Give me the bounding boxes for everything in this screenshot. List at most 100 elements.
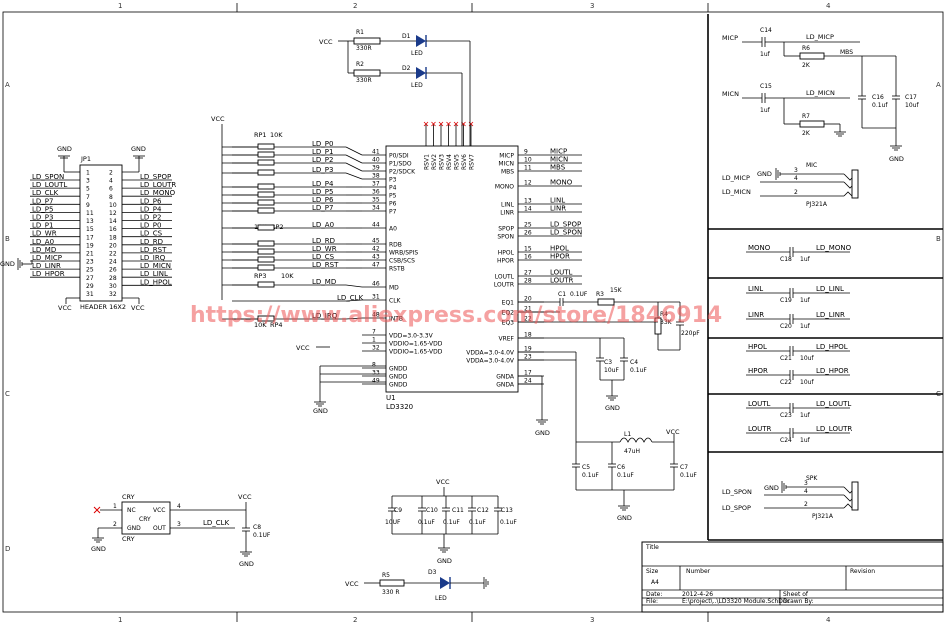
- ic-left-net-label: LD_RST: [312, 261, 339, 269]
- header-left-net: LD_P7: [32, 197, 53, 205]
- block-cap-ref: C23: [780, 412, 792, 419]
- r4-ref: R4: [660, 311, 668, 318]
- header-left-net: LD_A0: [32, 238, 54, 246]
- ic-left-nets: LD_P0LD_P1LD_P2LD_P3LD_P4LD_P5LD_P6LD_P7…: [232, 140, 364, 320]
- header-right-net: LD_RST: [140, 246, 167, 254]
- rp4-value: 10K: [254, 321, 267, 329]
- header-pin-number-left: 19: [86, 242, 94, 249]
- c9-value: 10UF: [385, 519, 401, 526]
- ic-right-pin-name: VDDA=3.0-4.0V: [466, 358, 515, 365]
- ic-right-net-label: HPOR: [550, 253, 570, 261]
- r1-ref: R1: [356, 29, 364, 36]
- spk-pin-2: 2: [804, 501, 808, 508]
- ic-top-pin-name: RSV2: [431, 154, 438, 170]
- ic-left-pin-number: 34: [372, 205, 380, 212]
- block-input-label: LOUTL: [748, 400, 771, 408]
- ic-right-pin-name: SPOP: [498, 226, 514, 233]
- jp1-part: HEADER 16X2: [80, 303, 126, 311]
- c4-ref: C4: [630, 359, 638, 366]
- c8-ref: C8: [253, 524, 261, 531]
- ic-part: LD3320: [386, 403, 413, 411]
- c6-ref: C6: [617, 464, 625, 471]
- ic-left-pin-name: WRB/SPIS: [389, 250, 418, 257]
- c17-ref: C17: [905, 94, 917, 101]
- c14-value: 1uf: [760, 51, 771, 58]
- ic-left-pins: 41P0/SDI40P1/SDO39P2/SDCK38P337P436P535P…: [362, 149, 443, 389]
- spk-gnd-label: GND: [764, 484, 779, 492]
- crystal-out-pin: OUT: [153, 525, 166, 532]
- header-right-net: LD_CS: [140, 230, 163, 238]
- header-pin-number-right: 22: [109, 251, 117, 258]
- header-right-net: LD_LOUTR: [140, 181, 176, 189]
- ic-left-pin-number: 40: [372, 157, 380, 164]
- col-label-4: 4: [826, 2, 831, 10]
- ic-right-net-label: MICN: [550, 156, 568, 164]
- c17-value: 10uf: [905, 102, 919, 109]
- ic-right-pin-number: 28: [524, 278, 532, 285]
- ic-right-pin-name: MICN: [498, 161, 514, 168]
- ic-left-pin-number: 45: [372, 238, 380, 245]
- vref-network: C3 10uF C4 0.1uF GND: [518, 337, 647, 412]
- ic-left-pin-number: 39: [372, 165, 380, 172]
- ic-right-pin-number: 27: [524, 270, 532, 277]
- block-cap-ref: C19: [780, 297, 792, 304]
- header-pin-number-right: 32: [109, 291, 117, 298]
- ic-left-pin-name: GNDD: [389, 374, 408, 381]
- spk-pin-3: 3: [804, 480, 808, 487]
- size-value: A4: [651, 579, 659, 586]
- header-pin-number-left: 25: [86, 267, 94, 274]
- row-label-c: C: [5, 390, 10, 398]
- r5-value: 330 R: [382, 589, 400, 596]
- ic-left-net-label: LD_IRQ: [312, 312, 338, 320]
- header-pin-number-left: 31: [86, 291, 94, 298]
- block-output-label: LD_LINR: [816, 311, 845, 319]
- ic-right-pin-name: LINR: [500, 210, 514, 217]
- title-label: Title: [645, 544, 659, 551]
- block-input-label: LINR: [748, 311, 764, 319]
- c5-value: 0.1uF: [582, 472, 599, 479]
- ic-left-net-label: LD_WR: [312, 245, 337, 253]
- ic-right-net-label: LOUTR: [550, 277, 574, 285]
- r7-ref: R7: [802, 113, 810, 120]
- size-label: Size: [646, 568, 659, 575]
- ic-right-pin-name: LOUTL: [495, 274, 515, 281]
- header-right-net: LD_MICN: [140, 262, 171, 270]
- ic-right-pin-number: 19: [524, 346, 532, 353]
- c1-value: 0.1UF: [570, 291, 588, 298]
- block-cap-value: 1uf: [800, 323, 811, 330]
- ic-left-pin-name: CSB/SCS: [389, 258, 415, 265]
- crystal-ref-top: CRY: [122, 493, 135, 501]
- ic-right-net-label: LINR: [550, 205, 566, 213]
- ic-right-pin-number: 9: [524, 149, 528, 156]
- crystal-vcc-pin: VCC: [153, 507, 165, 514]
- col-label-2-bottom: 2: [353, 616, 357, 624]
- c1-ref: C1: [558, 291, 566, 298]
- ic-right-net-label: LINL: [550, 197, 565, 205]
- header-pin-number-left: 21: [86, 251, 94, 258]
- header-pin-number-left: 13: [86, 218, 94, 225]
- decoupling-caps: VCC C9 10UF C10 0.1uF C11 0.1uF C12 0.1u…: [385, 478, 517, 565]
- ic-left-pin-name: VDD=3.0-3.3V: [389, 333, 434, 340]
- ic-left-pin-number: 48: [372, 312, 380, 319]
- header-pin-number-right: 14: [109, 218, 117, 225]
- decoupling-gnd-label: GND: [437, 557, 452, 565]
- c12-ref: C12: [477, 507, 489, 514]
- ic-left-pin-number: 44: [372, 222, 380, 229]
- mic-ld-micn-label: LD_MICN: [806, 89, 835, 97]
- header-pin-number-left: 5: [86, 186, 90, 193]
- col-label-4-bottom: 4: [826, 616, 831, 624]
- header-left-net: LD_CLK: [32, 189, 59, 197]
- header-pin-number-left: 3: [86, 178, 90, 185]
- d2-value: LED: [411, 82, 423, 89]
- ic-right-pin-number: 15: [524, 246, 532, 253]
- file-value: E:\project\..\LD3320 Module.SchDoc: [682, 598, 790, 605]
- r6-ref: R6: [802, 45, 810, 52]
- row-label-d: D: [5, 545, 10, 553]
- c7-ref: C7: [680, 464, 688, 471]
- ic-left-pin-number: 8: [372, 362, 376, 369]
- c8-value: 0.1UF: [253, 532, 271, 539]
- jp1-vcc-right: VCC: [131, 304, 145, 312]
- status-leds: VCC R1 330R R2 330R D1 LED D2 LED: [319, 29, 471, 146]
- block-cap-value: 1uf: [800, 412, 811, 419]
- crystal-vcc-label: VCC: [238, 493, 252, 501]
